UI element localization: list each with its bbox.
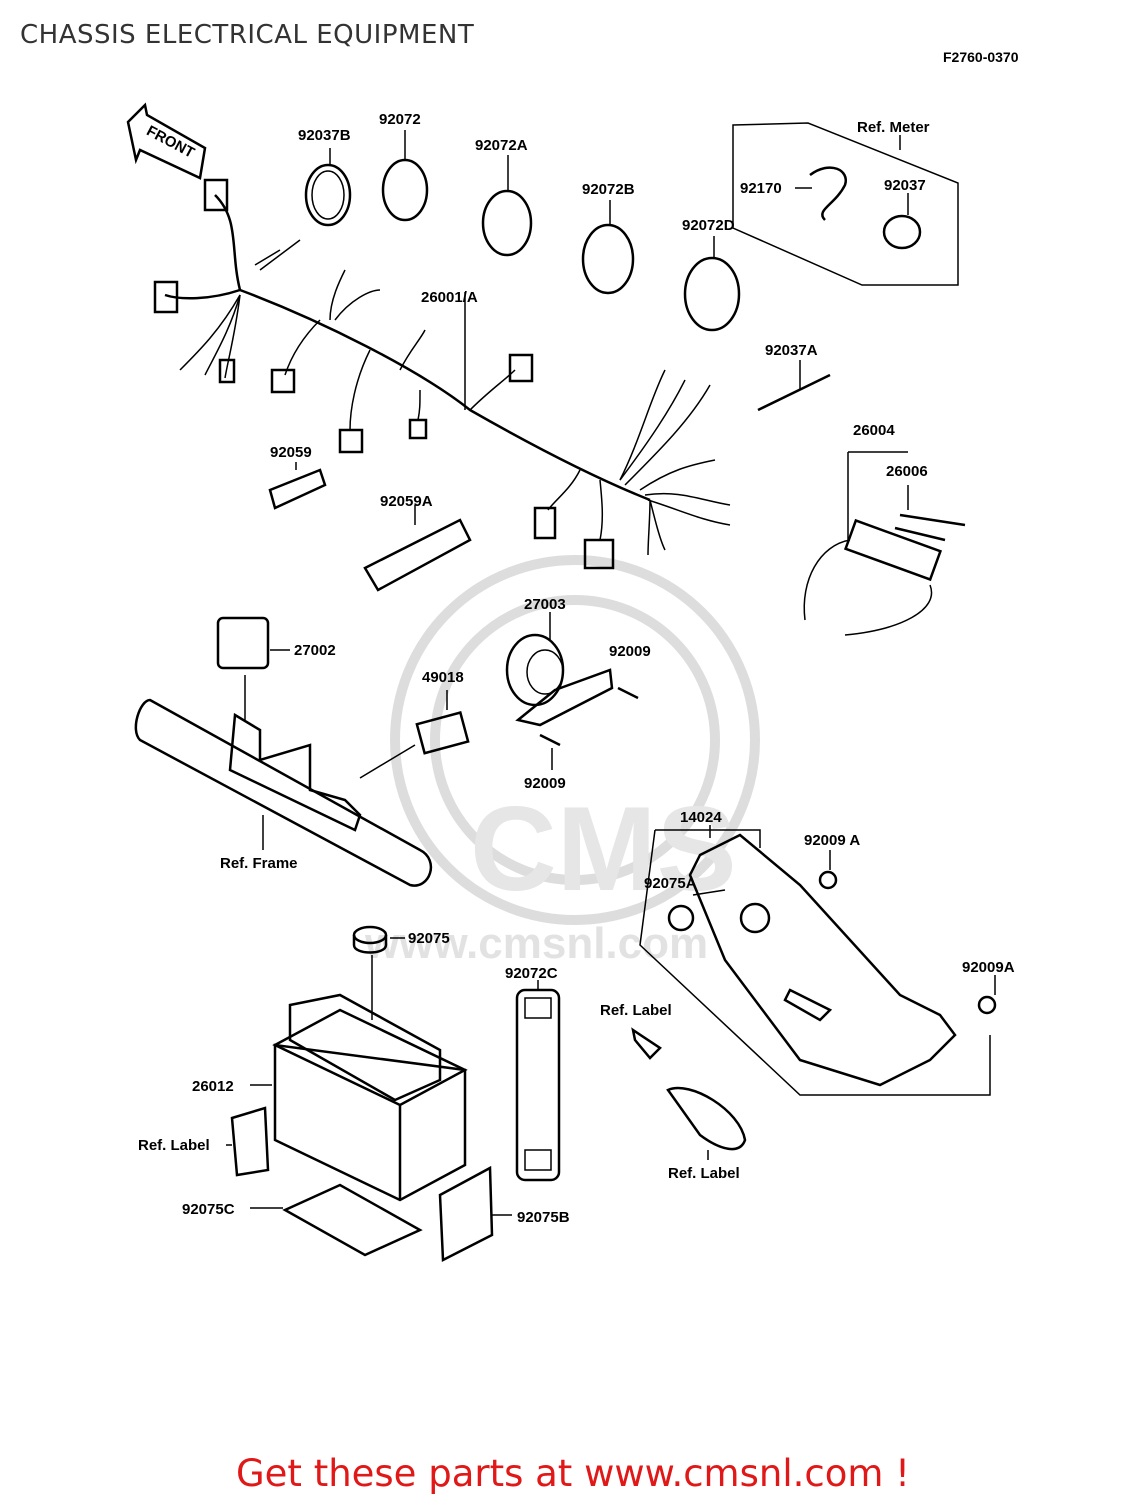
label-92059: 92059 — [270, 444, 312, 461]
label-sticker-left — [226, 1106, 270, 1177]
wiring-harness-26001A — [153, 178, 731, 570]
watermark-text: www.cmsnl.com — [364, 919, 708, 968]
label-ref-frame: Ref. Frame — [220, 855, 298, 872]
label-92009-bottom: 92009 — [524, 775, 566, 792]
drawing-code: F2760-0370 — [943, 49, 1019, 65]
nut-92009A-right — [977, 975, 997, 1015]
label-92075: 92075 — [408, 930, 450, 947]
label-27002: 27002 — [294, 642, 336, 659]
label-92072D: 92072D — [682, 217, 735, 234]
ref-meter-box — [732, 122, 959, 286]
tube-92059 — [268, 462, 327, 510]
sheet-92075C — [250, 1183, 423, 1257]
sheet-92075B — [438, 1165, 512, 1262]
band-92072D — [683, 236, 741, 332]
label-ref-label-right: Ref. Label — [668, 1165, 740, 1182]
footer-promo-link[interactable]: Get these parts at www.cmsnl.com ! — [235, 1452, 910, 1495]
label-26004: 26004 — [853, 422, 895, 439]
label-92037A: 92037A — [765, 342, 818, 359]
label-92072A: 92072A — [475, 137, 528, 154]
label-sticker-mid — [631, 1027, 662, 1060]
label-92170: 92170 — [740, 180, 782, 197]
label-92072: 92072 — [379, 111, 421, 128]
svg-text:CMS: CMS — [470, 782, 737, 916]
relay-26004 — [803, 451, 966, 636]
label-92075B: 92075B — [517, 1209, 570, 1226]
label-27003: 27003 — [524, 596, 566, 613]
page-title: CHASSIS ELECTRICAL EQUIPMENT — [20, 20, 475, 50]
label-92075C: 92075C — [182, 1201, 235, 1218]
band-92072A — [481, 155, 533, 257]
label-14024: 14024 — [680, 809, 722, 826]
label-49018: 49018 — [422, 669, 464, 686]
horn-27003 — [505, 612, 639, 770]
label-26012: 26012 — [192, 1078, 234, 1095]
front-arrow: FRONT — [126, 102, 207, 180]
tube-92059A — [363, 505, 472, 592]
label-92009A-right: 92009A — [962, 959, 1015, 976]
label-ref-label-left: Ref. Label — [138, 1137, 210, 1154]
watermark-logo: CMS www.cmsnl.com — [364, 555, 760, 968]
label-26006: 26006 — [886, 463, 928, 480]
relay-27002 — [216, 616, 290, 720]
label-92009-top: 92009 — [609, 643, 651, 660]
label-sticker-right — [666, 1086, 747, 1160]
label-ref-label-mid: Ref. Label — [600, 1002, 672, 1019]
label-92075A: 92075A — [644, 875, 697, 892]
band-92072 — [381, 130, 429, 222]
frame-ref — [134, 698, 432, 887]
cushion-92075 — [352, 925, 405, 1020]
grommet-92075A — [667, 889, 726, 932]
label-92059A: 92059A — [380, 493, 433, 510]
battery-26012 — [250, 993, 468, 1202]
label-92009A-top: 92009 A — [804, 832, 860, 849]
label-26001A: 26001/A — [421, 289, 478, 306]
band-92037B — [304, 148, 352, 227]
label-92037B: 92037B — [298, 127, 351, 144]
nut-92009A-top — [818, 850, 838, 890]
label-92072B: 92072B — [582, 181, 635, 198]
bracket-14024 — [639, 825, 991, 1096]
band-92072B — [581, 200, 635, 295]
label-92072C: 92072C — [505, 965, 558, 982]
connector-49018 — [359, 690, 470, 779]
label-92037: 92037 — [884, 177, 926, 194]
clamp-92037A — [757, 360, 831, 412]
strap-92072C — [515, 980, 561, 1182]
label-ref-meter: Ref. Meter — [857, 119, 930, 136]
